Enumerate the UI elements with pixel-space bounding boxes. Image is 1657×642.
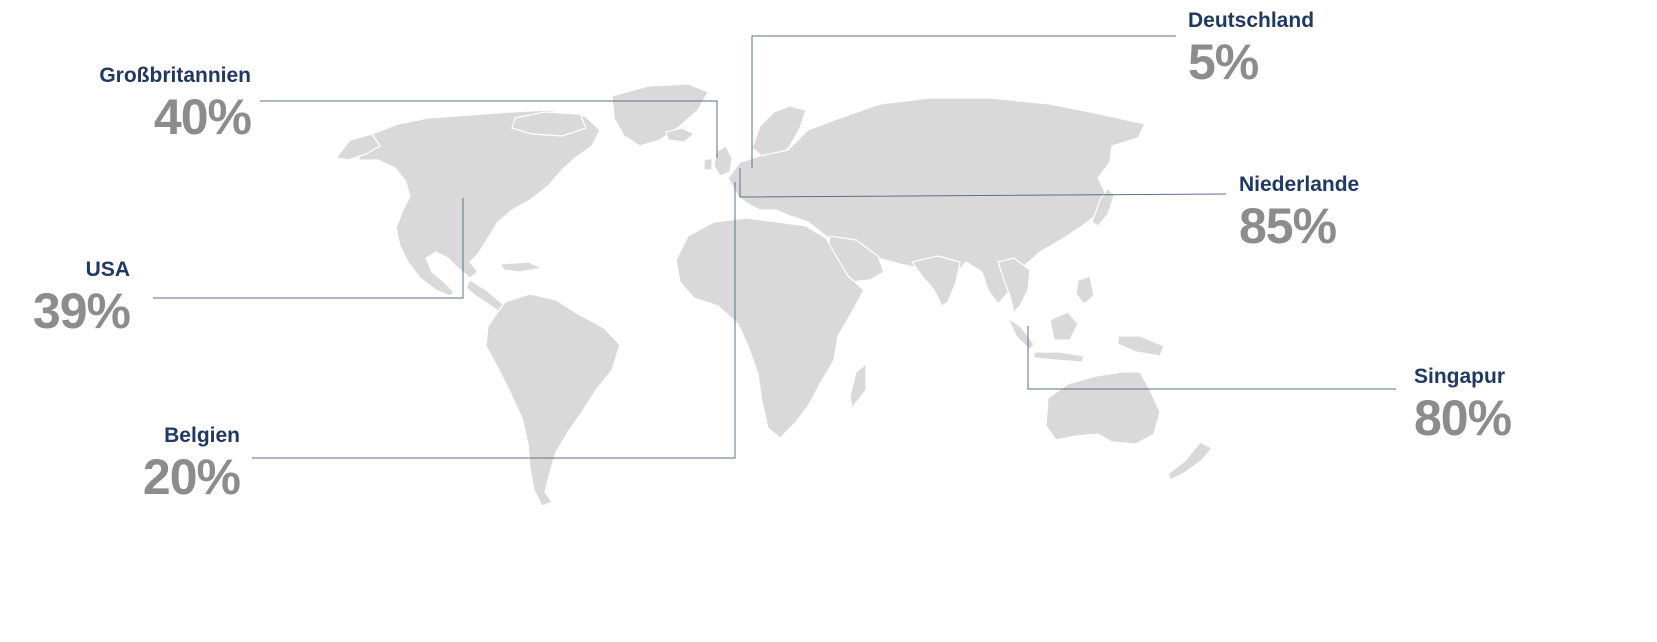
callout-usa: USA 39% — [32, 258, 131, 339]
landmasses — [335, 83, 1213, 507]
landmass-madagascar — [849, 363, 867, 409]
country-name-usa: USA — [85, 258, 130, 281]
callout-singapur: Singapur 80% — [1414, 365, 1512, 446]
country-name-belgien: Belgien — [164, 424, 240, 447]
landmass-africa — [675, 217, 865, 439]
landmass-southeast-asia — [997, 257, 1031, 313]
landmass-arctic-islands — [511, 111, 587, 137]
landmass-greenland — [611, 83, 709, 147]
landmass-new-zealand — [1167, 441, 1213, 481]
landmass-south-america — [485, 293, 621, 507]
callout-niederlande: Niederlande 85% — [1239, 174, 1359, 251]
leader-line-singapur — [1027, 326, 1396, 390]
country-value-grossbritannien: 40% — [153, 89, 252, 145]
leader-line-usa — [153, 198, 464, 299]
callout-belgien: Belgien 20% — [142, 424, 241, 505]
landmass-iceland — [665, 127, 695, 143]
country-value-deutschland: 5% — [1188, 34, 1259, 90]
leader-line-grossbritannien — [260, 100, 718, 158]
landmass-japan — [1091, 187, 1115, 227]
leader-line-niederlande — [739, 168, 1227, 198]
country-value-usa: 39% — [32, 283, 131, 339]
landmass-sumatra — [1007, 317, 1035, 351]
leader-lines — [153, 35, 1396, 459]
landmass-new-guinea — [1117, 335, 1165, 357]
leader-line-deutschland — [751, 35, 1176, 168]
landmass-java — [1033, 351, 1085, 363]
leader-line-belgien — [252, 182, 736, 459]
landmass-australia — [1045, 371, 1161, 445]
country-name-deutschland: Deutschland — [1188, 9, 1315, 32]
landmass-borneo — [1049, 311, 1079, 341]
landmass-british-isles — [713, 145, 733, 177]
country-name-singapur: Singapur — [1414, 365, 1506, 388]
country-value-belgien: 20% — [142, 449, 241, 505]
landmass-philippines — [1075, 275, 1095, 305]
landmass-india — [911, 255, 961, 307]
callout-deutschland: Deutschland 5% — [1188, 10, 1314, 87]
landmass-caribbean — [499, 261, 543, 273]
landmass-alaska — [335, 133, 381, 161]
country-value-niederlande: 85% — [1239, 198, 1337, 254]
country-name-niederlande: Niederlande — [1239, 173, 1360, 196]
country-name-grossbritannien: Großbritannien — [99, 64, 251, 87]
landmass-north-america — [354, 109, 601, 297]
landmass-ireland — [703, 157, 713, 171]
callout-grossbritannien: Großbritannien 40% — [99, 64, 252, 145]
country-value-singapur: 80% — [1414, 390, 1512, 446]
